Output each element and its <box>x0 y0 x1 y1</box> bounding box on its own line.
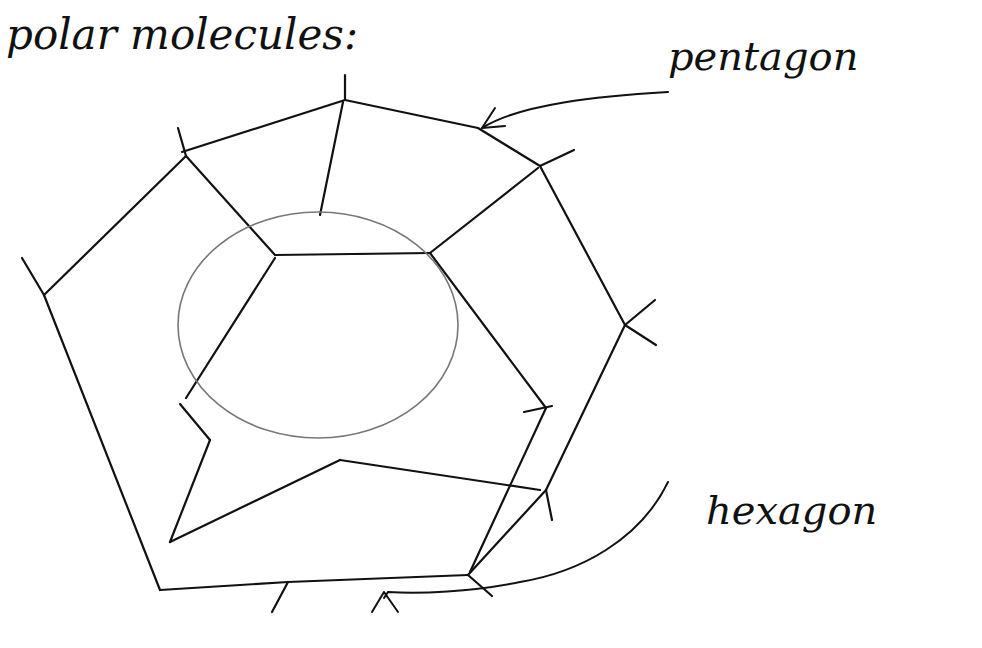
heading-text: polar molecules: <box>6 14 358 56</box>
pentagon-label: pentagon <box>668 36 858 76</box>
hexagon-label: hexagon <box>706 490 877 530</box>
